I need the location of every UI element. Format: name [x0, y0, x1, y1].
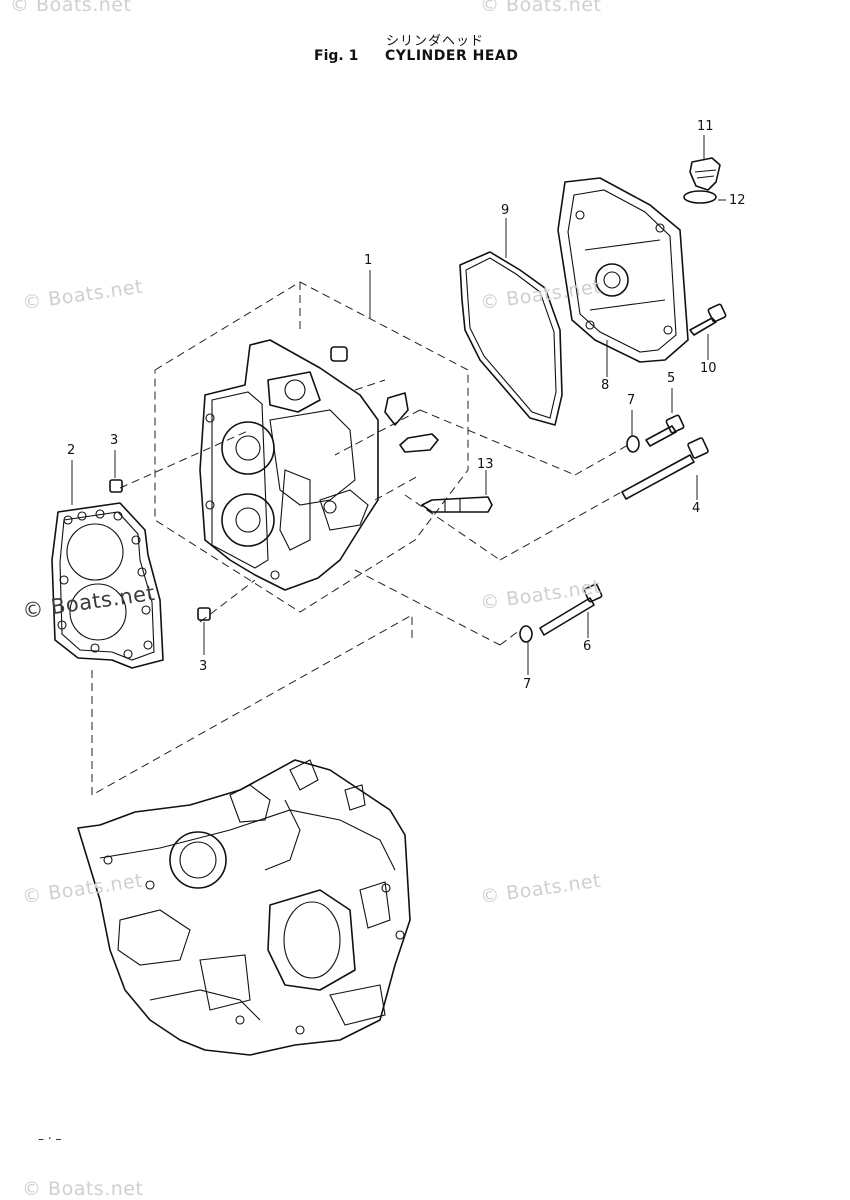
callout-7-lower: 7 — [523, 677, 532, 692]
callout-5: 5 — [667, 371, 676, 386]
page-number-footer: – ‧ – — [38, 1132, 62, 1146]
callout-12: 12 — [729, 193, 746, 208]
head-cover-drawing — [557, 177, 689, 363]
cover-bolt-drawing — [689, 303, 727, 336]
callout-3-lower: 3 — [199, 659, 208, 674]
short-bolt-drawing — [626, 414, 685, 453]
figure-number: Fig. 1 — [314, 48, 359, 64]
cylinder-head-drawing — [199, 339, 439, 591]
long-head-bolt-drawing — [621, 437, 709, 500]
callout-6: 6 — [583, 639, 592, 654]
japanese-title: シリンダヘッド — [386, 34, 485, 49]
cover-gasket-drawing — [459, 251, 563, 426]
head-gasket-drawing — [51, 502, 164, 669]
callout-8: 8 — [601, 378, 610, 393]
callout-3-upper: 3 — [110, 433, 119, 448]
engine-block-drawing — [77, 759, 411, 1056]
oil-cap-drawing — [683, 157, 721, 204]
watermark: © Boats.net — [10, 0, 132, 16]
callout-11: 11 — [697, 119, 714, 134]
watermark: © Boats.net — [480, 0, 602, 16]
diagram-title: CYLINDER HEAD — [385, 48, 519, 64]
callout-7-upper: 7 — [627, 393, 636, 408]
callout-13: 13 — [477, 457, 494, 472]
callout-9: 9 — [501, 203, 510, 218]
callout-10: 10 — [700, 361, 717, 376]
spark-plug-drawing — [421, 496, 493, 513]
callout-1: 1 — [364, 253, 373, 268]
lower-bolt-drawing — [519, 583, 603, 643]
callout-2: 2 — [67, 443, 76, 458]
watermark: © Boats.net — [22, 1178, 144, 1200]
callout-4: 4 — [692, 501, 701, 516]
assembly-dashed-outline — [91, 281, 629, 796]
dowel-pin-drawings — [109, 479, 211, 621]
